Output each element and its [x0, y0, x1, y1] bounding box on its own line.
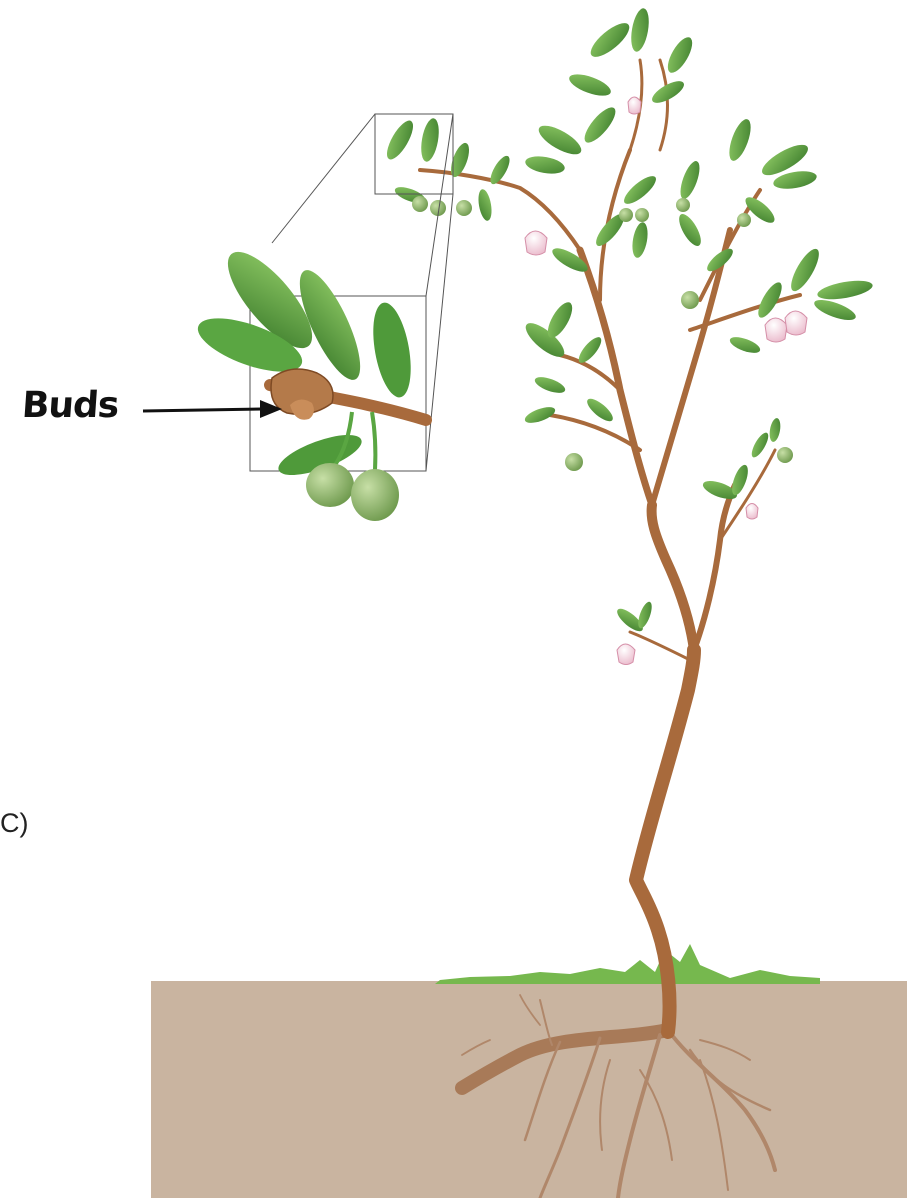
magnified-branch: [191, 240, 426, 521]
trunk: [420, 60, 800, 1032]
buds-arrow: [143, 400, 282, 418]
grass: [435, 944, 820, 984]
buds-label: Buds: [21, 385, 120, 426]
flowers: [525, 97, 807, 665]
soil: [151, 981, 907, 1198]
option-label: C): [0, 808, 29, 839]
zoom-source-box: [375, 114, 453, 194]
